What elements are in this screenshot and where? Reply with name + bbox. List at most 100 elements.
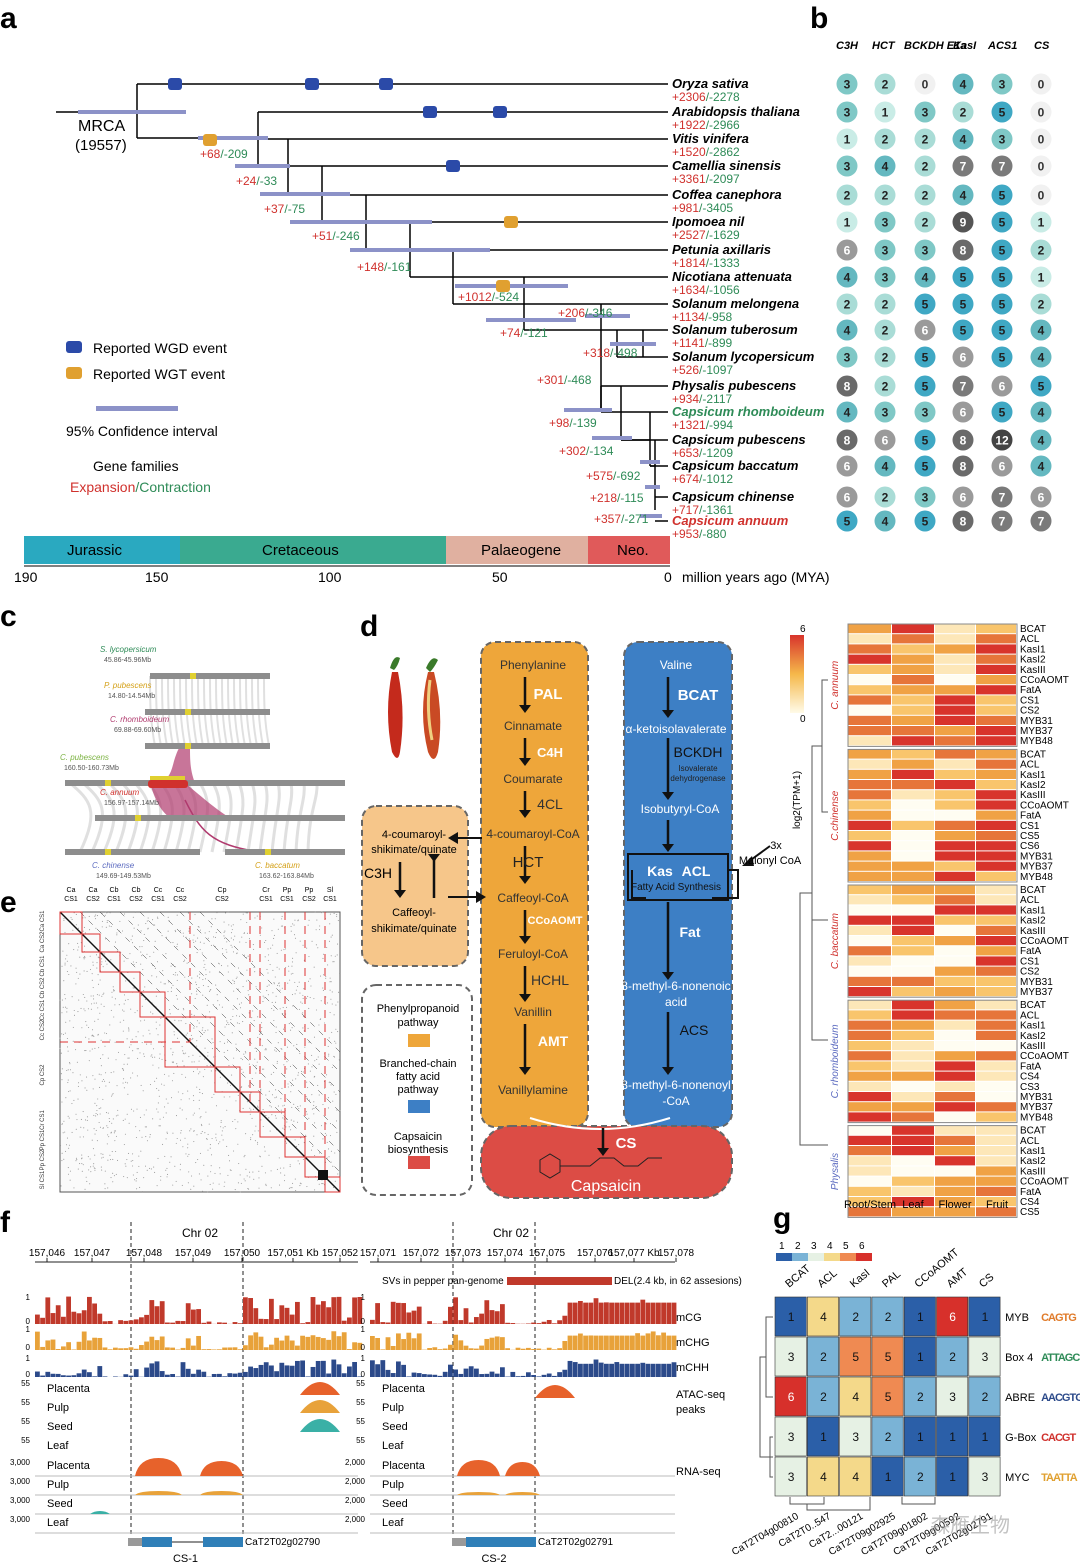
dotplot-point xyxy=(126,1038,128,1040)
dotplot-point xyxy=(311,1066,313,1068)
dotplot-point xyxy=(75,1157,77,1159)
dotplot-point xyxy=(276,952,278,954)
dotplot-point xyxy=(157,1157,159,1160)
dotplot-point xyxy=(182,1060,184,1062)
dotplot-point xyxy=(253,948,255,950)
panel-label-a: a xyxy=(0,2,17,35)
motif-value: 1 xyxy=(917,1430,924,1444)
dotplot-point xyxy=(250,1137,252,1139)
dotplot-point xyxy=(114,941,117,943)
wgd-marker xyxy=(423,106,437,118)
gene-count-circle xyxy=(991,401,1013,423)
dotplot-point xyxy=(177,1091,179,1093)
dotplot-point xyxy=(275,1026,277,1028)
dotplot-diagonal xyxy=(59,911,341,1193)
species-gene-family-change: +934/-2117 xyxy=(672,392,732,406)
dotplot-point xyxy=(113,1132,115,1134)
methylation-bar xyxy=(263,1319,269,1324)
gene-count-value: 4 xyxy=(1038,406,1045,420)
species-name: Capsicum rhomboideum xyxy=(672,404,825,419)
methylation-bar xyxy=(598,1335,604,1350)
axis-y1: 1 xyxy=(26,1325,31,1334)
dotplot-point xyxy=(269,963,271,966)
dotplot-point xyxy=(144,1165,147,1167)
gene-count-value: 2 xyxy=(882,189,889,203)
dotplot-point xyxy=(122,1030,124,1032)
methylation-bar xyxy=(479,1313,484,1324)
dotplot-point xyxy=(200,1035,202,1037)
dotplot-point xyxy=(218,1004,221,1006)
dotplot-point xyxy=(210,988,212,991)
metabolite: acid xyxy=(665,995,687,1009)
gene-count-circle xyxy=(836,155,858,177)
species-name: Camellia sinensis xyxy=(672,158,781,173)
heatmap-cell xyxy=(935,664,975,674)
dotplot-point xyxy=(182,1008,184,1010)
gene-count-circle xyxy=(874,346,896,368)
methylation-bar xyxy=(598,1302,604,1324)
gene-label: CS2 xyxy=(1020,706,1040,717)
heatmap-cell xyxy=(848,705,891,715)
heatmap-cell xyxy=(892,1176,934,1186)
dotplot-point xyxy=(162,970,164,972)
methylation-bar xyxy=(604,1363,609,1377)
methylation-bar xyxy=(300,1335,305,1350)
dotplot-point xyxy=(275,1089,277,1091)
dotplot-point xyxy=(290,1119,292,1121)
dotplot-point xyxy=(196,1086,198,1088)
dotplot-point xyxy=(214,1172,216,1174)
dotplot-point xyxy=(252,1134,254,1136)
dotplot-point xyxy=(67,1173,70,1175)
methylation-bar xyxy=(305,1322,311,1324)
methylation-bar xyxy=(396,1361,401,1377)
dotplot-point xyxy=(109,1039,111,1041)
ci-bar xyxy=(455,284,568,288)
motif-value: 2 xyxy=(982,1390,989,1404)
dotplot-point xyxy=(239,1174,241,1176)
dotplot-point xyxy=(292,923,294,925)
dotplot-point xyxy=(124,1118,126,1120)
dotplot-point xyxy=(83,1127,85,1129)
dotplot-point xyxy=(75,1113,77,1115)
gene-label: KasI2 xyxy=(1020,1031,1046,1042)
dotplot-point xyxy=(292,972,294,974)
methylation-bar xyxy=(671,1362,677,1377)
wgd-marker xyxy=(379,78,393,90)
dotplot-point xyxy=(281,915,283,917)
dotplot-point xyxy=(240,1182,242,1184)
gene-count-value: 4 xyxy=(1038,460,1045,474)
dotplot-point xyxy=(314,1122,316,1124)
gene-count-value: 0 xyxy=(1038,189,1045,203)
heatmap-cell xyxy=(892,654,934,664)
dotplot-point xyxy=(180,1099,182,1101)
dotplot-point xyxy=(333,1091,335,1093)
dotplot-point xyxy=(77,1085,79,1087)
dotplot-point xyxy=(100,1166,102,1168)
dotplot-point xyxy=(281,1048,283,1050)
dotplot-point xyxy=(308,919,310,921)
cs-gene-marker xyxy=(190,673,196,679)
heatmap-cell xyxy=(935,624,975,634)
dotplot-point xyxy=(123,994,126,996)
dotplot-point xyxy=(325,975,327,978)
heatmap-cell xyxy=(892,736,934,746)
dotplot-point xyxy=(83,958,85,960)
methylation-bar xyxy=(50,1313,56,1324)
dotplot-point xyxy=(290,930,292,932)
axis-y55: 55 xyxy=(356,1417,365,1426)
dotplot-point xyxy=(86,970,88,972)
methylation-bar xyxy=(411,1372,417,1377)
metabolite: Cinnamate xyxy=(504,719,562,733)
gene-label: MYB31 xyxy=(1020,1092,1053,1103)
dotplot-point xyxy=(219,1076,221,1078)
gene-label: FatA xyxy=(1020,1187,1041,1198)
heatmap-cell xyxy=(935,654,975,664)
synteny-ribbon xyxy=(69,781,93,853)
dotplot-point xyxy=(216,994,218,996)
merge-curve xyxy=(529,1117,671,1130)
dotplot-point xyxy=(334,955,336,957)
panel-label-g: g xyxy=(773,1202,791,1235)
dotplot-point xyxy=(61,1068,63,1070)
dotplot-point xyxy=(93,1167,95,1169)
dotplot-point xyxy=(289,979,291,981)
